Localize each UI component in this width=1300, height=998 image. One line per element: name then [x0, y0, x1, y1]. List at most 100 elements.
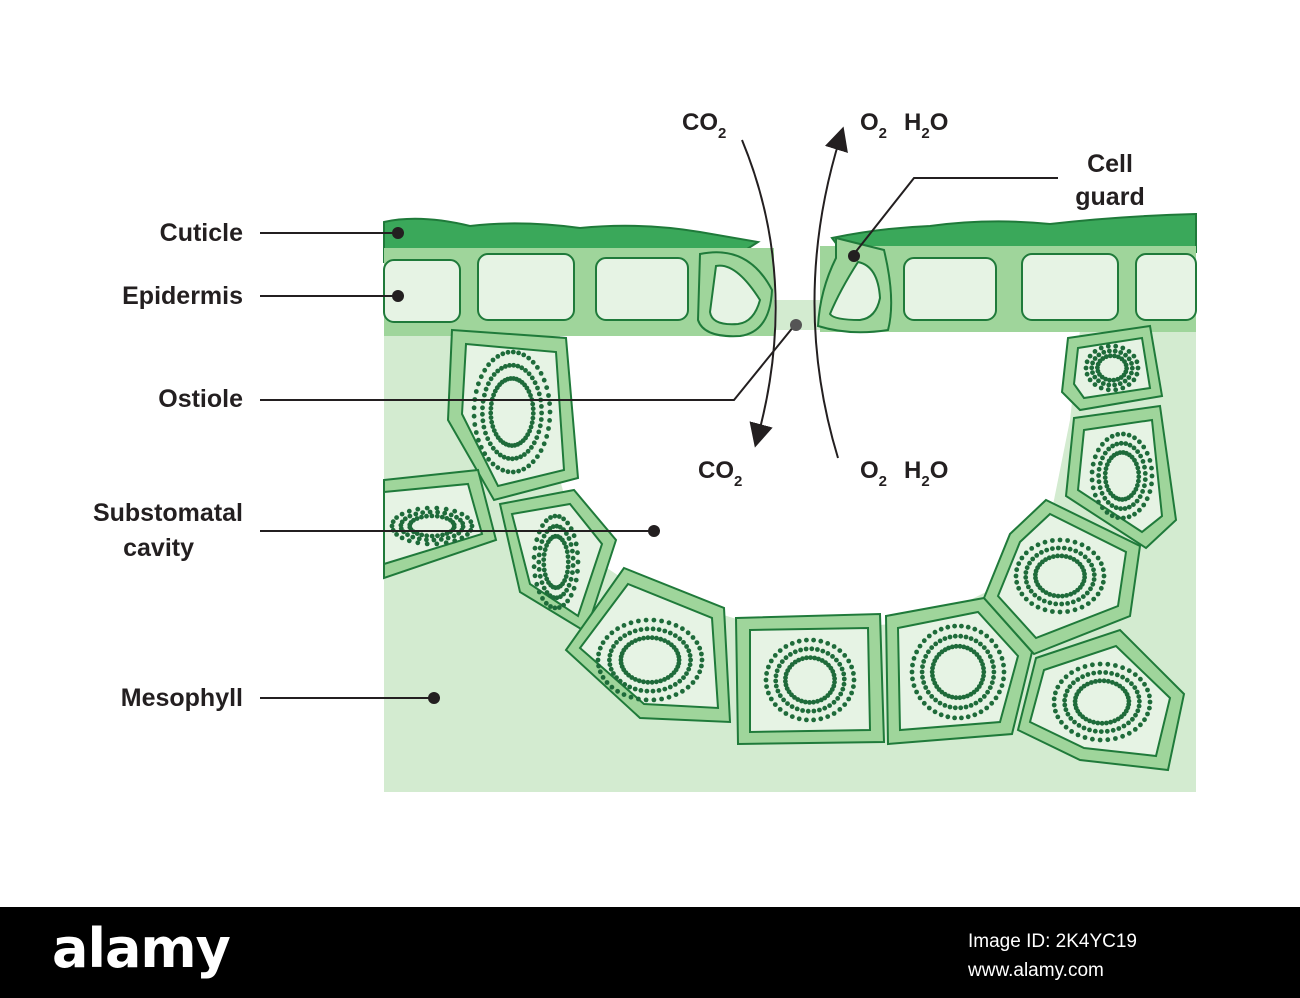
- chloroplast-dot: [807, 700, 812, 705]
- chloroplast-dot: [667, 684, 673, 690]
- chloroplast-dot: [541, 441, 547, 447]
- chloroplast-dot: [776, 663, 782, 669]
- chloroplast-dot: [459, 511, 465, 517]
- chloroplast-dot: [930, 673, 935, 679]
- mesophyll-cell-inner: [1072, 336, 1152, 400]
- chloroplast-dot: [656, 688, 662, 693]
- chloroplast-dot: [566, 582, 572, 588]
- chloroplast-dot: [552, 513, 558, 519]
- chloroplast-dot: [923, 654, 929, 659]
- chloroplast-dot: [1132, 672, 1138, 677]
- chloroplast-dot: [1001, 662, 1006, 668]
- chloroplast-dot: [1103, 466, 1109, 472]
- chloroplast-dot: [953, 695, 959, 701]
- chloroplast-dot: [469, 523, 475, 529]
- chloroplast-dot: [1147, 693, 1152, 699]
- chloroplast-dot: [487, 441, 493, 447]
- chloroplast-dot: [1065, 609, 1070, 614]
- chloroplast-dot: [800, 656, 805, 662]
- chloroplast-dot: [1014, 579, 1020, 585]
- chloroplast-dot: [413, 511, 419, 517]
- chloroplast-dot: [783, 711, 789, 716]
- chloroplast-dot: [957, 695, 963, 701]
- chloroplast-dot: [1149, 481, 1154, 487]
- chloroplast-dot: [965, 624, 971, 630]
- chloroplast-dot: [926, 649, 931, 655]
- chloroplast-dot: [575, 559, 581, 565]
- chloroplast-dot: [600, 675, 606, 680]
- chloroplast-dot: [568, 542, 574, 547]
- chloroplast-dot: [608, 648, 614, 654]
- chloroplast-dot: [665, 675, 671, 680]
- chloroplast-dot: [548, 515, 553, 520]
- chloroplast-dot: [1149, 473, 1155, 479]
- chloroplast-dot: [604, 635, 610, 640]
- chloroplast-dot: [1086, 558, 1092, 564]
- co2-top-label: CO2: [682, 109, 726, 142]
- chloroplast-dot: [1145, 711, 1150, 717]
- chloroplast-dot: [932, 709, 938, 715]
- chloroplast-dot: [482, 451, 488, 457]
- chloroplast-dot: [839, 666, 845, 672]
- chloroplast-dot: [1105, 500, 1111, 505]
- chloroplast-dot: [772, 653, 778, 658]
- chloroplast-dot: [636, 678, 642, 684]
- chloroplast-dot: [1129, 361, 1134, 366]
- chloroplast-dot: [424, 537, 429, 543]
- chloroplast-dot: [946, 645, 951, 651]
- chloroplast-dot: [540, 523, 545, 528]
- chloroplast-dot: [435, 533, 440, 539]
- epidermis-cell: [383, 259, 461, 323]
- chloroplast-dot: [783, 675, 788, 681]
- chloroplast-dot: [530, 459, 536, 465]
- chloroplast-dot: [611, 644, 616, 649]
- chloroplast-dot: [1126, 730, 1132, 736]
- chloroplast-dot: [825, 641, 831, 646]
- chloroplast-dot: [690, 635, 696, 640]
- chloroplast-dot: [1073, 548, 1079, 554]
- chloroplast-dot: [1129, 370, 1134, 376]
- chloroplast-dot: [468, 519, 474, 525]
- chloroplast-dot: [1092, 382, 1098, 387]
- chloroplast-dot: [546, 426, 551, 431]
- chloroplast-dot: [445, 535, 451, 541]
- chloroplast-dot: [1055, 553, 1060, 559]
- chloroplast-dot: [596, 651, 601, 657]
- chloroplast-dot: [1082, 571, 1087, 577]
- chloroplast-dot: [840, 686, 846, 692]
- chloroplast-dot: [568, 592, 574, 598]
- chloroplast-dot: [1126, 375, 1132, 380]
- chloroplast-dot: [490, 357, 496, 363]
- chloroplast-dot: [636, 696, 641, 702]
- chloroplast-dot: [978, 709, 984, 715]
- chloroplast-dot: [530, 406, 536, 412]
- h2o-top-label: H2O: [904, 109, 948, 142]
- chloroplast-dot: [766, 664, 771, 670]
- chloroplast-dot: [424, 533, 430, 539]
- chloroplast-dot: [991, 675, 996, 680]
- chloroplast-dot: [952, 715, 957, 721]
- chloroplast-dot: [952, 633, 958, 639]
- chloroplast-dot: [527, 428, 532, 434]
- chloroplast-dot: [978, 629, 984, 635]
- chloroplast-dot: [1129, 365, 1135, 371]
- chloroplast-dot: [910, 662, 915, 668]
- chloroplast-dot: [597, 669, 603, 675]
- chloroplast-dot: [656, 627, 662, 632]
- chloroplast-dot: [808, 655, 813, 660]
- chloroplast-dot: [965, 714, 971, 720]
- chloroplast-dot: [1104, 510, 1110, 515]
- pointer-dot-icon: [392, 227, 404, 239]
- chloroplast-dot: [947, 704, 953, 710]
- chloroplast-dot: [615, 626, 620, 632]
- footer-meta: Image ID: 2K4YC19 www.alamy.com: [968, 927, 1188, 985]
- chloroplast-dot: [611, 671, 616, 676]
- chloroplast-dot: [842, 653, 848, 658]
- chloroplast-dot: [643, 617, 649, 623]
- chloroplast-dot: [617, 678, 623, 684]
- chloroplast-dot: [1090, 581, 1096, 587]
- chloroplast-dot: [1090, 461, 1096, 467]
- chloroplast-dot: [490, 445, 496, 451]
- chloroplast-dot: [1098, 461, 1103, 466]
- chloroplast-dot: [779, 659, 785, 664]
